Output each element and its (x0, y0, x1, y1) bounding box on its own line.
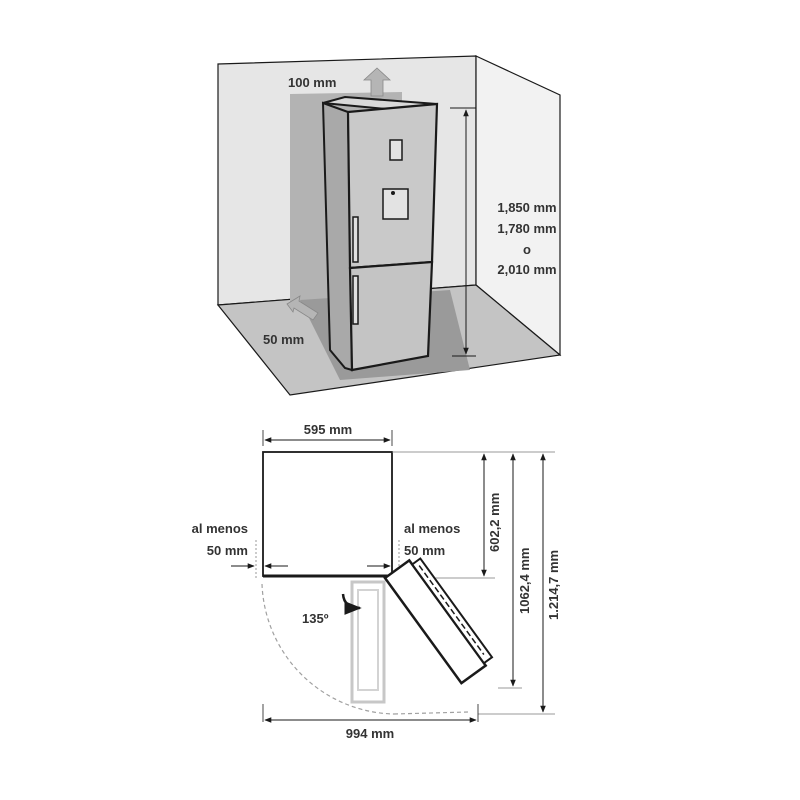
depth-door-90-label: 1062,4 mm (517, 547, 532, 615)
fridge-top-outline (262, 451, 393, 577)
right-clearance-label-2: 50 mm (404, 543, 446, 558)
height-option-3: 2,010 mm (497, 262, 557, 277)
door-swing-arc (261, 583, 395, 715)
left-clearance-label-1: al menos (191, 521, 248, 536)
door-90-ghost (350, 580, 386, 704)
width-label: 595 mm (303, 422, 353, 437)
top-clearance-label: 100 mm (288, 75, 337, 90)
door-open (383, 557, 494, 685)
height-option-2: 1,780 mm (497, 221, 557, 236)
top-view (231, 430, 555, 723)
side-clearance-label: 50 mm (263, 332, 305, 347)
back-clearance-arrow (286, 295, 319, 321)
depth-door-open-label: 1.214,7 mm (546, 549, 561, 620)
right-clearance-label-1: al menos (404, 521, 461, 536)
height-or: o (523, 242, 531, 257)
height-dimension (450, 107, 476, 357)
total-width-label: 994 mm (345, 726, 395, 741)
left-clearance-label-2: 50 mm (206, 543, 248, 558)
top-clearance-arrow (362, 67, 392, 97)
fridge-3d (321, 95, 439, 372)
height-option-1: 1,850 mm (497, 200, 557, 215)
door-angle-label: 135º (302, 611, 329, 626)
depth-label: 602,2 mm (487, 492, 502, 552)
